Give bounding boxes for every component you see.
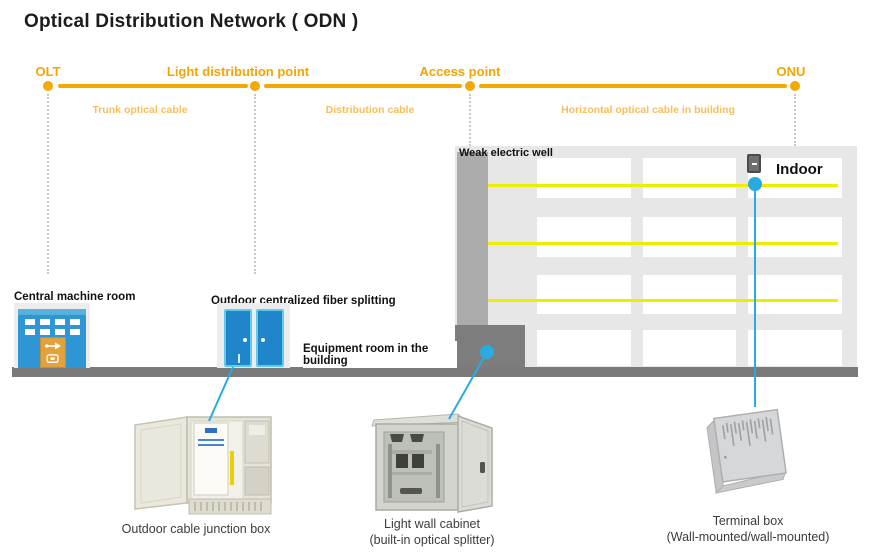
caption-terminal-box-line1: Terminal box <box>712 514 784 528</box>
timeline-node-dot-onu <box>790 81 800 91</box>
building-window <box>748 275 842 314</box>
timeline-node-dot-olt <box>43 81 53 91</box>
equipment-room-box <box>455 325 525 370</box>
building-window <box>748 158 842 198</box>
outdoor-cable-junction-box-image <box>134 416 272 515</box>
building-window <box>537 217 631 257</box>
building-window <box>537 275 631 314</box>
caption-wall-cabinet-line2: (built-in optical splitter) <box>369 533 495 547</box>
timeline-segment <box>264 84 462 88</box>
splitter-arrow-icon <box>45 342 61 350</box>
building-window <box>748 330 842 366</box>
indoor-label: Indoor <box>776 161 823 178</box>
cable-label-horizontal: Horizontal optical cable in building <box>561 104 735 116</box>
timeline-label-olt: OLT <box>35 64 61 79</box>
terminal-box-icon <box>747 154 761 173</box>
phone-icon <box>46 354 59 363</box>
dotted-line-onu <box>794 94 796 146</box>
weak-electric-well-label: Weak electric well <box>459 147 553 159</box>
cabinet-right-door-icon <box>256 309 284 367</box>
timeline-segment <box>58 84 248 88</box>
building-window <box>643 330 736 366</box>
building-window <box>643 158 736 198</box>
equipment-room-label: Equipment room in the building <box>303 342 429 367</box>
caption-wall-cabinet-line1: Light wall cabinet <box>384 517 480 531</box>
caption-junction-box: Outdoor cable junction box <box>121 522 271 536</box>
fiber-splitting-cabinet-icon <box>217 303 290 368</box>
building-window <box>643 217 736 257</box>
horizontal-cable-line <box>488 184 838 187</box>
caption-terminal-box-line2: (Wall-mounted/wall-mounted) <box>666 530 830 544</box>
cable-label-distribution: Distribution cable <box>325 104 415 116</box>
dotted-line-olt <box>47 94 49 274</box>
timeline-segment <box>479 84 787 88</box>
building-window <box>643 275 736 314</box>
orange-door-panel <box>40 337 66 368</box>
horizontal-cable-line <box>488 242 838 245</box>
dotted-line-access-point <box>469 94 471 146</box>
dotted-line-light-distribution-point <box>254 94 256 274</box>
building-window <box>537 158 631 198</box>
timeline-label-onu: ONU <box>776 64 806 79</box>
timeline-node-dot-access-point <box>465 81 475 91</box>
timeline-label-light-distribution-point: Light distribution point <box>166 64 310 79</box>
timeline-label-access-point: Access point <box>419 64 501 79</box>
horizontal-cable-line <box>488 299 838 302</box>
terminal-box-icon-dash <box>752 163 757 165</box>
page-title: Optical Distribution Network ( ODN ) <box>24 11 359 32</box>
central-machine-room-icon <box>18 309 86 368</box>
weak-electric-well-shaft <box>457 152 488 325</box>
central-machine-room-label: Central machine room <box>14 291 136 303</box>
light-wall-cabinet-image <box>371 413 493 513</box>
equipment-room-label-box: Equipment room in the building <box>303 341 457 368</box>
building-window <box>748 217 842 257</box>
terminal-box-image <box>706 408 787 494</box>
cabinet-left-door-icon <box>224 309 252 367</box>
building-roof-band <box>18 309 86 315</box>
ground-bar <box>12 367 858 377</box>
timeline-node-dot-light-distribution-point <box>250 81 260 91</box>
cable-label-trunk: Trunk optical cable <box>92 104 188 116</box>
building-window <box>537 330 631 366</box>
